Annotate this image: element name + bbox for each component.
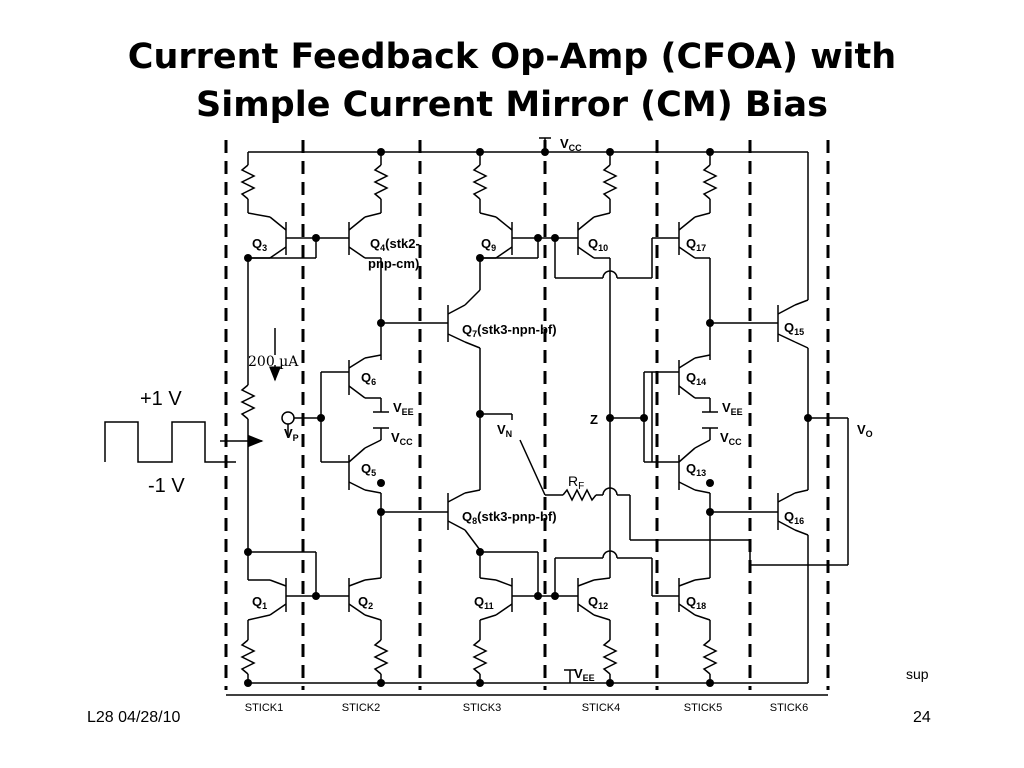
input-high-level: +1 V: [140, 388, 182, 410]
q12-label: Q12: [588, 594, 608, 611]
q8-label: Q8(stk3-pnp-bf): [462, 509, 557, 526]
vcc-top-label: VCC: [560, 136, 582, 153]
q11-label: Q11: [474, 594, 494, 611]
q14-label: Q14: [686, 370, 706, 387]
junction-dots: [244, 148, 812, 687]
bias-current-label: 200 µA: [248, 354, 299, 370]
stick-divider-lines: [224, 140, 830, 690]
q15-label: Q15: [784, 320, 804, 337]
q9-label: Q9: [481, 236, 496, 253]
q13-label: Q13: [686, 461, 706, 478]
q18-label: Q18: [686, 594, 706, 611]
vee-bottom-label: VEE: [574, 666, 595, 683]
q2-label: Q2: [358, 594, 373, 611]
q1-label: Q1: [252, 594, 267, 611]
q7-label: Q7(stk3-npn-bf): [462, 322, 557, 339]
rf-label: RF: [568, 473, 584, 492]
stick-3-label: STICK3: [463, 702, 502, 714]
q16-label: Q16: [784, 509, 804, 526]
stick-2-label: STICK2: [342, 702, 381, 714]
corner-note: sup: [906, 666, 929, 682]
q3-label: Q3: [252, 236, 267, 253]
q4-label: Q4(stk2-: [370, 236, 420, 253]
q4-note: pnp-cm): [368, 256, 419, 271]
stick-4-label: STICK4: [582, 702, 621, 714]
input-low-level: -1 V: [148, 475, 185, 497]
vcc-left-label: VCC: [391, 430, 413, 447]
stick-labels: STICK1 STICK2 STICK3 STICK4 STICK5 STICK…: [245, 702, 809, 714]
footer-date: L28 04/28/10: [87, 709, 181, 726]
vee-right-label: VEE: [722, 400, 743, 417]
q10-label: Q10: [588, 236, 608, 253]
q5-label: Q5: [361, 461, 376, 478]
vn-node-label: VN: [497, 422, 512, 439]
stick-5-label: STICK5: [684, 702, 723, 714]
vo-node-label: VO: [857, 422, 873, 439]
page-number: 24: [913, 709, 931, 726]
slide-title-line-2: Simple Current Mirror (CM) Bias: [196, 85, 828, 125]
transistor-labels: Q3 Q4(stk2- pnp-cm) Q9 Q10 Q17 Q7(stk3-n…: [252, 236, 804, 611]
vp-node-label: VP: [284, 426, 299, 443]
q17-label: Q17: [686, 236, 706, 253]
z-node-label: Z: [590, 412, 598, 427]
slide-title-line-1: Current Feedback Op-Amp (CFOA) with: [127, 37, 897, 77]
vcc-right-label: VCC: [720, 430, 742, 447]
stick-1-label: STICK1: [245, 702, 284, 714]
stick-6-label: STICK6: [770, 702, 809, 714]
vee-left-label: VEE: [393, 400, 414, 417]
q6-label: Q6: [361, 370, 376, 387]
